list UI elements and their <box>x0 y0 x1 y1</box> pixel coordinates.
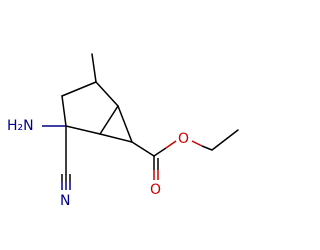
bond-c4-c5 <box>61 81 97 97</box>
bond-c4-c3 <box>95 81 119 107</box>
bond-heteroatoms <box>42 125 213 190</box>
amino-label: H₂N <box>7 118 34 134</box>
bond-skeleton <box>61 53 239 175</box>
bond-c2-c6 <box>99 133 133 143</box>
bond-oether-ch2-a <box>191 140 203 147</box>
bond-ch2-ch3 <box>211 129 239 151</box>
bond-c5-c1 <box>61 95 67 127</box>
bond-methyl <box>91 53 97 83</box>
atom-labels: H₂N N O O <box>7 118 189 209</box>
nitrile-n-label: N <box>60 193 70 209</box>
molecule-structure: H₂N N O O <box>7 53 239 209</box>
ether-o-label: O <box>178 131 189 147</box>
bond-c-oether-a <box>153 147 167 157</box>
bond-c-oether-b <box>165 140 177 149</box>
bond-c2-c3 <box>99 105 119 135</box>
bond-c1-c2 <box>65 125 101 135</box>
bond-oether-ch2-b <box>201 145 213 151</box>
bond-c6-ccarbonyl <box>131 141 155 157</box>
bond-c3-c6 <box>117 105 133 143</box>
carbonyl-o-label: O <box>150 182 161 198</box>
